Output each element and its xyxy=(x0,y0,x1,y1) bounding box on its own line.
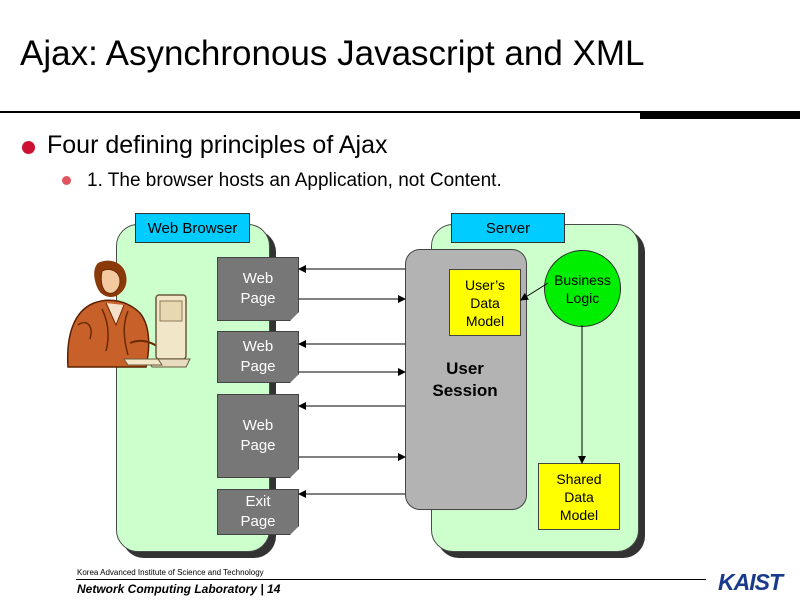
web-browser-label: Web Browser xyxy=(135,213,250,243)
shared-data-model-box: Shared Data Model xyxy=(538,463,620,530)
business-logic-circle: Business Logic xyxy=(544,250,621,327)
user-session-label: User Session xyxy=(405,358,525,402)
footer-rule xyxy=(76,579,706,580)
bullet-level1: Four defining principles of Ajax xyxy=(47,131,388,159)
bullet-dot-icon xyxy=(22,141,35,154)
slide-title: Ajax: Asynchronous Javascript and XML xyxy=(20,34,645,73)
web-page-2-line1: Web xyxy=(242,338,274,355)
users-data-model-box: User’s Data Model xyxy=(449,269,521,336)
data-model-line1: User’s xyxy=(465,276,505,293)
web-page-3-line2: Page xyxy=(240,437,276,454)
arrow-logic-to-model xyxy=(520,282,549,301)
footer-lab-page: Network Computing Laboratory | 14 xyxy=(77,582,281,596)
user-session-line1: User xyxy=(446,359,484,378)
exit-page-line1: Exit xyxy=(245,493,271,510)
server-label: Server xyxy=(451,213,565,243)
web-page-3-line1: Web xyxy=(242,417,274,434)
web-page-1-line1: Web xyxy=(242,270,274,287)
title-underline xyxy=(0,111,800,113)
shared-model-line3: Model xyxy=(559,506,599,523)
computer-user-icon xyxy=(66,260,191,368)
business-logic-line1: Business xyxy=(554,271,611,288)
shared-model-line2: Data xyxy=(564,488,594,505)
data-model-line3: Model xyxy=(465,312,505,329)
bullet-level2: 1. The browser hosts an Application, not… xyxy=(87,170,502,191)
footer-institution: Korea Advanced Institute of Science and … xyxy=(77,568,264,577)
title-underline-accent xyxy=(640,113,800,119)
data-model-line2: Data xyxy=(470,294,500,311)
user-session-line2: Session xyxy=(432,381,498,400)
web-page-1-line2: Page xyxy=(240,290,276,307)
kaist-logo: KAIST xyxy=(718,569,783,595)
shared-model-line1: Shared xyxy=(556,470,602,487)
web-page-2-line2: Page xyxy=(240,358,276,375)
exit-page-line2: Page xyxy=(240,513,276,530)
business-logic-line2: Logic xyxy=(565,289,600,306)
sub-bullet-dot-icon xyxy=(62,176,71,185)
